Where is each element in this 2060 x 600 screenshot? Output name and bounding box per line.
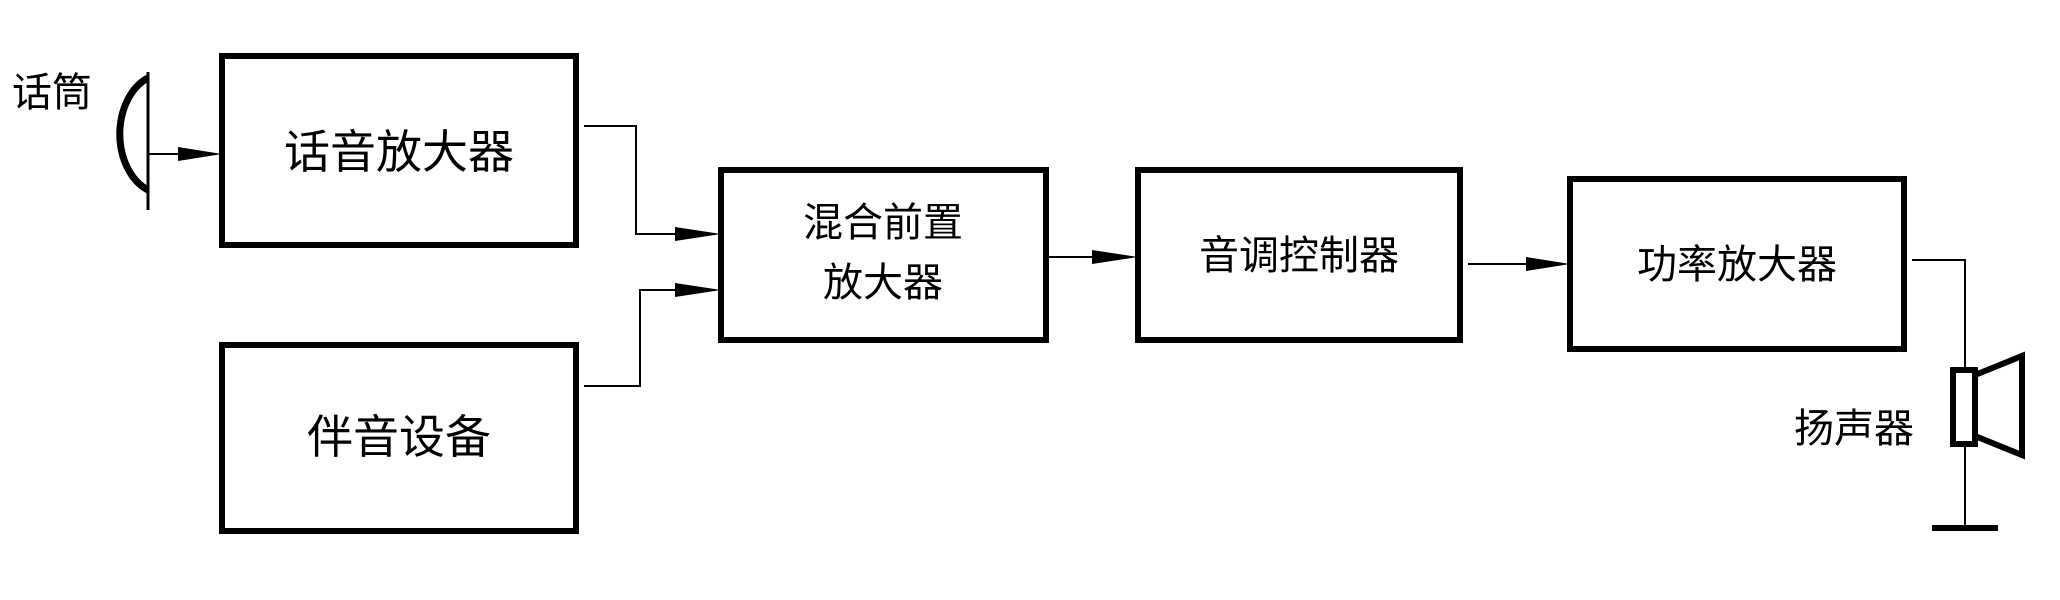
accompaniment-label: 伴音设备 — [307, 410, 491, 464]
power-amplifier-block: 功率放大器 — [1567, 176, 1907, 352]
wire-accompaniment-to-mixer — [584, 283, 721, 387]
microphone-label: 话筒 — [12, 70, 92, 116]
wire-tone-control-to-power-amp — [1468, 257, 1570, 271]
wire-voice-amp-to-mixer — [584, 125, 721, 241]
mixer-label-line2: 放大器 — [823, 260, 943, 306]
voice-amplifier-block: 话音放大器 — [219, 53, 579, 248]
tone-control-label: 音调控制器 — [1199, 233, 1399, 279]
microphone-icon — [116, 72, 150, 210]
mixer-label-line1: 混合前置 — [803, 200, 963, 246]
wire-mic-to-voice-amp — [148, 147, 222, 161]
speaker-label: 扬声器 — [1794, 406, 1914, 452]
speaker-icon — [1950, 351, 2025, 460]
power-amplifier-label: 功率放大器 — [1637, 242, 1837, 288]
mixer-preamp-block: 混合前置 放大器 — [718, 167, 1049, 343]
tone-control-block: 音调控制器 — [1135, 167, 1463, 343]
voice-amplifier-label: 话音放大器 — [284, 125, 514, 179]
accompaniment-block: 伴音设备 — [219, 342, 579, 534]
wire-mixer-to-tone-control — [1046, 250, 1138, 264]
